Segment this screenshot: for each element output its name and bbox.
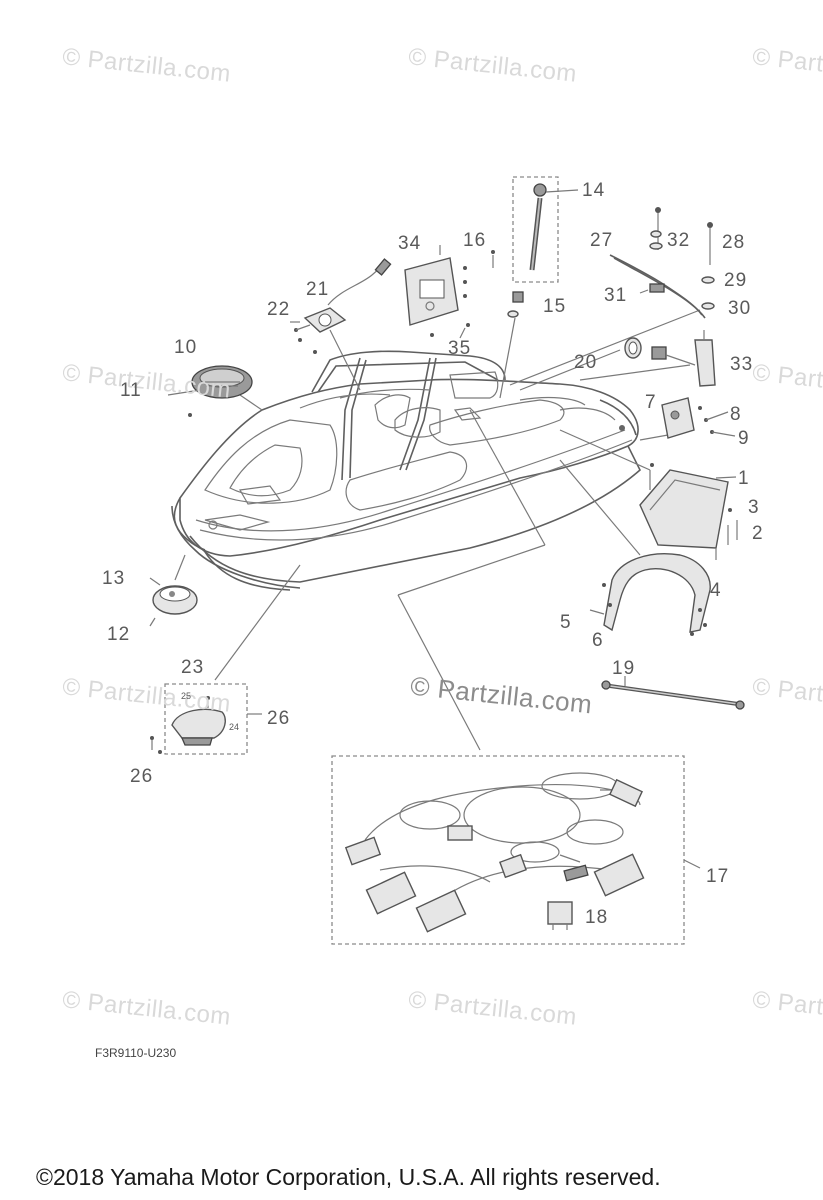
callout-25: 25 <box>181 691 192 701</box>
callout-18: 18 <box>585 907 609 928</box>
part-19-hose <box>601 676 745 710</box>
callout-3: 3 <box>748 497 760 518</box>
part-1-control-unit <box>639 463 738 560</box>
callout-12: 12 <box>107 624 131 645</box>
diagram-code: F3R9110-U230 <box>95 1046 177 1060</box>
callout-29: 29 <box>724 270 748 291</box>
callout-13: 13 <box>102 568 126 589</box>
callout-35: 35 <box>448 338 472 359</box>
part-33-fitting <box>651 330 716 387</box>
callout-30: 30 <box>728 298 752 319</box>
leader-lines <box>174 309 701 751</box>
part-21-speaker <box>290 258 392 354</box>
callout-31: 31 <box>604 285 628 306</box>
callout-21: 21 <box>306 279 330 300</box>
part-4-cover <box>589 553 711 636</box>
copyright-text: ©2018 Yamaha Motor Corporation, U.S.A. A… <box>36 1164 661 1190</box>
part-20-ring <box>624 337 642 359</box>
callout-17: 17 <box>706 866 730 887</box>
callout-11: 11 <box>120 380 142 401</box>
part-14-strut <box>491 176 579 318</box>
callout-16: 16 <box>463 230 487 251</box>
callout-34: 34 <box>398 233 422 254</box>
callout-24: 24 <box>229 722 240 732</box>
part-12-cap <box>149 577 198 627</box>
callout-9: 9 <box>738 428 750 449</box>
boat-hull <box>171 350 641 591</box>
callout-20: 20 <box>574 352 598 373</box>
callout-8: 8 <box>730 404 742 425</box>
callout-10: 10 <box>174 337 198 358</box>
part-17-harness <box>331 755 701 945</box>
part-23-lamp <box>150 683 262 755</box>
part-34-panel <box>404 245 470 339</box>
callout-26: 26 <box>130 766 154 787</box>
callout-33: 33 <box>730 354 754 375</box>
callout-6: 6 <box>592 630 604 651</box>
callout-32: 32 <box>667 230 691 251</box>
callout-4: 4 <box>710 580 722 601</box>
callout-14: 14 <box>582 180 606 201</box>
callout-7: 7 <box>645 392 657 413</box>
callout-27: 27 <box>590 230 614 251</box>
callout-23: 23 <box>181 657 205 678</box>
callout-22: 22 <box>267 299 291 320</box>
part-10-cover <box>167 365 253 417</box>
callout-26: 26 <box>267 708 291 729</box>
callout-28: 28 <box>722 232 746 253</box>
callout-5: 5 <box>560 612 572 633</box>
part-7-bracket <box>661 397 736 439</box>
callout-15: 15 <box>543 296 567 317</box>
part-27-rail <box>609 207 715 319</box>
callout-2: 2 <box>752 523 764 544</box>
callout-19: 19 <box>612 658 636 679</box>
callout-1: 1 <box>738 468 750 489</box>
